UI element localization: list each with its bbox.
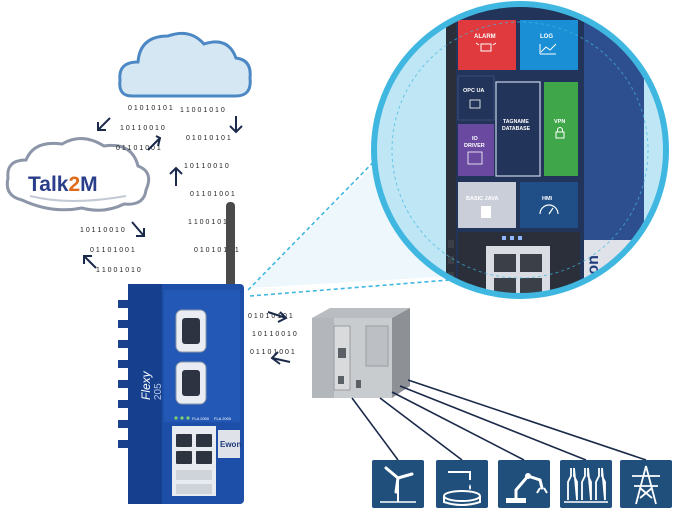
opc-icon [469,99,481,109]
zoom-ring [371,1,669,299]
port-label: FLA 2000 [214,416,232,421]
module-vpn: VPN [544,82,578,176]
ewon-logo: Ewon [220,440,241,449]
module-label: VPN [554,119,565,125]
arrow-icon [267,311,288,323]
binary-stream: 1 1 0 0 1 0 1 0 [96,267,141,274]
module-label: DRIVER [464,143,485,149]
binary-stream: 1 0 1 1 0 0 1 0 [120,125,165,132]
industry-icons [372,460,672,508]
arrow-icon [229,116,243,134]
serial-port [175,361,207,405]
arrow-icon [131,221,145,237]
binary-stream: 0 1 1 0 1 0 0 1 [250,349,295,356]
plc-controller [312,308,410,398]
gauge-icon [539,204,559,215]
binary-stream: 0 1 0 1 0 1 0 1 [248,313,293,320]
ethernet-ports [176,434,212,464]
port-label: FLA 2000 [192,416,210,421]
binary-stream: 0 1 1 0 1 0 0 1 [116,145,161,152]
flexy-device: FLA 2000 FLA 2000 Flexy 205 Ewon [118,202,244,504]
module-label: DATABASE [502,126,531,132]
chip-icon [467,151,483,165]
module-label: OPC UA [463,88,484,94]
binary-stream: 1 0 1 1 0 0 1 0 [252,331,297,338]
binary-stream: 1 1 0 0 1 0 1 0 [180,107,225,114]
binary-stream: 0 1 0 1 0 1 0 1 [194,247,239,254]
zoom-guide-lines [247,139,475,297]
module-label: ALARM [474,34,496,40]
wind-turbine-icon [372,460,424,508]
module-label: IO [472,136,479,142]
arrow-icon [169,166,183,186]
alarm-icon [475,42,497,52]
binary-stream: 1 1 0 0 1 0 1 0 [188,219,233,226]
binary-stream: 0 1 0 1 0 1 0 1 [128,105,173,112]
module-hmi: HMI [520,182,578,228]
robot-arm-icon [498,460,550,508]
module-label: HMI [542,196,553,202]
module-basic-java: BASIC JAVA [458,182,516,228]
arrow-icon [97,117,111,131]
serial-port [175,309,207,353]
module-opc-ua: OPC UA [457,75,495,121]
binary-stream: 0 1 1 0 1 0 0 1 [90,247,135,254]
binary-stream: 0 1 0 1 0 1 0 1 [186,135,231,142]
svg-text:Flexy: Flexy [139,370,153,400]
binary-stream: 1 0 1 1 0 0 1 0 [184,163,229,170]
document-icon [481,206,491,218]
module-io-driver: IO DRIVER [458,124,494,176]
talk2m-cloud: Talk2M [5,137,151,212]
module-label: TAGNAME [503,119,529,125]
binary-stream: 1 0 1 1 0 0 1 0 [80,227,125,234]
field-connections [351,379,647,461]
chart-icon [539,43,557,55]
module-alarm: ALARM [458,20,516,70]
led-indicators [502,236,522,240]
power-pylon-icon [620,460,672,508]
arrow-icon [270,351,291,365]
svg-text:205: 205 [153,383,164,400]
module-log: LOG [520,20,578,70]
cloud-icon [118,31,252,98]
ethernet-port-detail [486,246,550,296]
zoom-detail: ALARM LOG OPC UA [371,1,669,299]
data-arrows [83,116,291,365]
arrow-icon [83,255,97,269]
module-tagname-database: TAGNAME DATABASE [495,81,541,177]
lock-icon [555,127,565,139]
module-label: BASIC JAVA [466,196,499,202]
water-treatment-icon [436,460,488,508]
arrow-icon [147,135,162,151]
binary-stream: 0 1 1 0 1 0 0 1 [190,191,235,198]
device-model-label: Flexy 205 [139,370,164,400]
module-label: LOG [540,34,553,40]
binary-streams: 0 1 0 1 0 1 0 1 1 0 1 1 0 0 1 0 0 1 1 0 … [80,105,297,356]
talk2m-logo: Talk2M [28,173,98,196]
bottling-icon [560,460,612,508]
